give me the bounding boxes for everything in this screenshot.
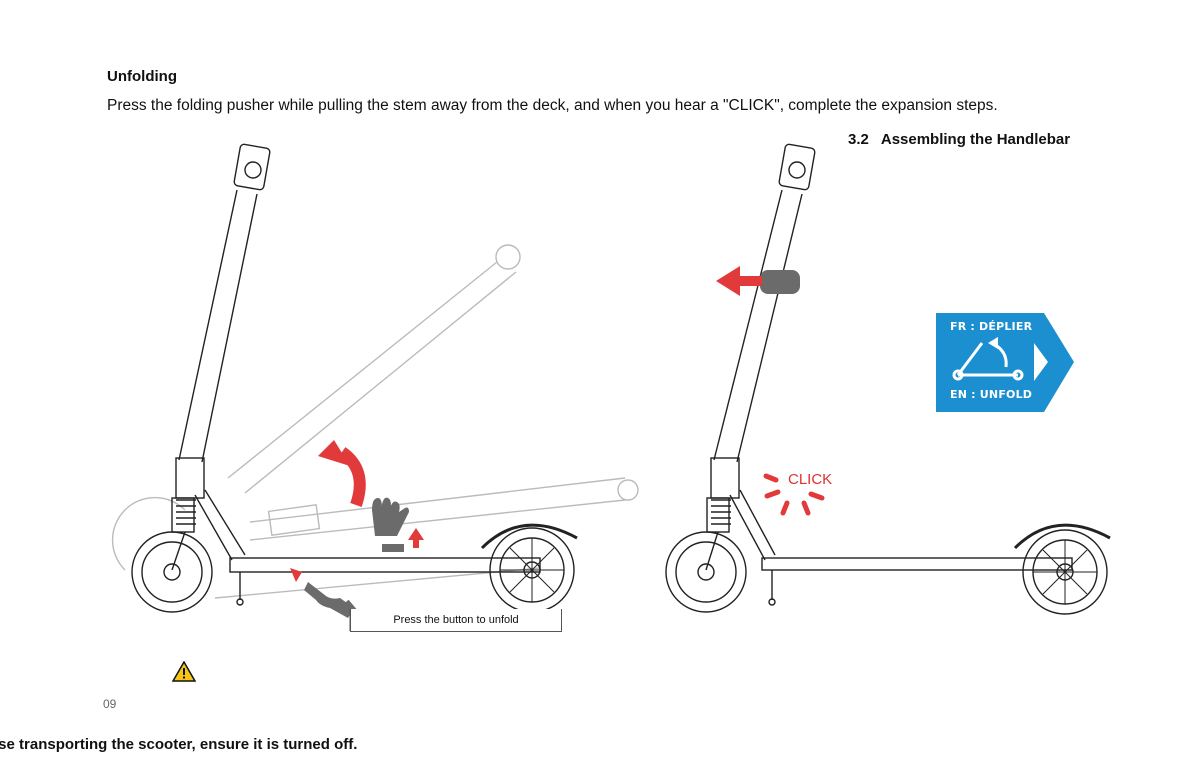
click-label: CLICK	[788, 471, 833, 488]
page-number: 09	[103, 697, 117, 711]
intro-paragraph: Press the folding pusher while pulling t…	[107, 97, 998, 114]
warning-icon	[172, 661, 196, 682]
unfold-arrow-icon	[318, 440, 366, 507]
right-scooter	[665, 143, 1111, 615]
click-burst	[763, 473, 825, 516]
left-scooter	[131, 143, 578, 613]
ghost-stems	[111, 244, 639, 599]
section-title: 3.2 Assembling the Handlebar	[848, 131, 1070, 148]
unfold-badge	[936, 313, 1074, 412]
section-heading: Unfolding	[107, 68, 177, 85]
badge-en-label: EN : UNFOLD	[950, 388, 1033, 401]
hand-icon	[304, 270, 800, 621]
section-number: 3.2	[848, 131, 869, 148]
play-arrow-icon	[1034, 343, 1048, 381]
push-arrows	[290, 266, 762, 582]
badge-fr-label: FR : DÉPLIER	[950, 320, 1033, 333]
caption-label: Press the button to unfold	[350, 609, 562, 632]
section-title-text: Assembling the Handlebar	[880, 131, 1071, 148]
safety-note: ise transporting the scooter, ensure it …	[0, 736, 358, 753]
